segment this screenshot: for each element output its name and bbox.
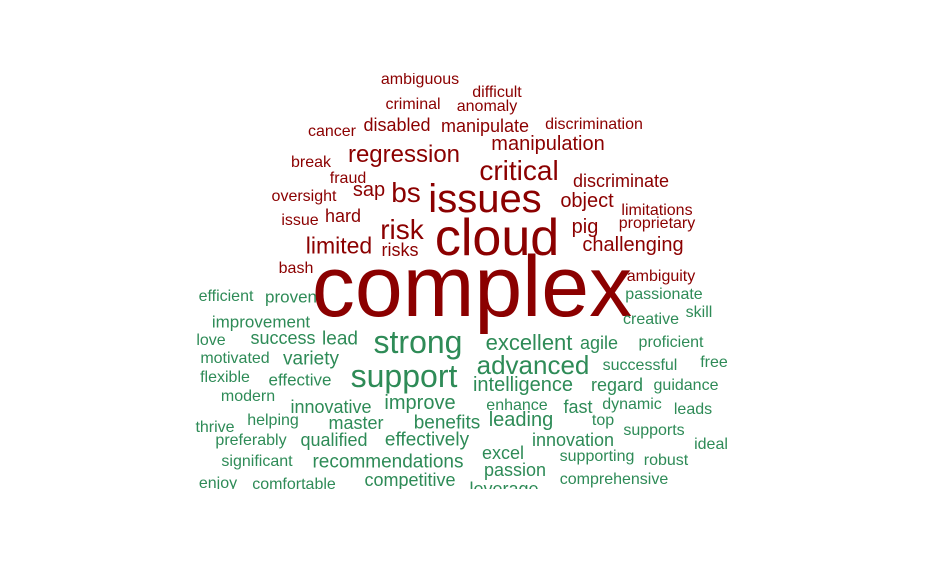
word-master: master [328, 413, 384, 433]
word-pig: pig [571, 216, 599, 238]
word-love: love [196, 332, 226, 349]
word-effective: effective [268, 370, 332, 390]
word-oversight: oversight [271, 188, 337, 205]
word-manipulation: manipulation [491, 133, 605, 155]
word-comprehensive: comprehensive [559, 471, 669, 488]
word-proven: proven [265, 287, 317, 307]
word-efficient: efficient [198, 288, 254, 305]
word-hard: hard [324, 206, 362, 226]
word-regard: regard [590, 375, 644, 395]
word-support: support [350, 358, 458, 394]
word-robust: robust [643, 452, 689, 469]
word-object: object [560, 190, 614, 212]
word-criminal: criminal [385, 96, 441, 113]
word-qualified: qualified [300, 430, 368, 450]
word-regression: regression [347, 141, 461, 168]
word-creative: creative [622, 311, 680, 328]
word-thrive: thrive [195, 419, 235, 436]
word-difficult: difficult [472, 84, 522, 101]
word-issue: issue [281, 212, 319, 229]
word-leading: leading [488, 409, 554, 431]
word-supporting: supporting [559, 448, 635, 465]
word-ambiguous: ambiguous [380, 73, 460, 88]
word-preferably: preferably [215, 432, 287, 449]
word-bash: bash [278, 260, 314, 277]
word-leverage: leverage [469, 479, 539, 489]
word-comfortable: comfortable [252, 476, 336, 490]
word-enhance: enhance [486, 397, 548, 414]
word-discriminate: discriminate [572, 171, 670, 191]
word-anomaly: anomaly [456, 98, 518, 115]
word-limited: limited [305, 232, 373, 259]
word-risk: risk [380, 214, 424, 245]
word-intelligence: intelligence [472, 374, 574, 396]
word-discrimination: discrimination [545, 116, 643, 133]
word-innovation: innovation [531, 430, 615, 450]
word-effectively: effectively [384, 429, 470, 451]
word-top: top [591, 412, 615, 429]
word-variety: variety [283, 348, 339, 370]
word-significant: significant [221, 453, 293, 470]
word-limitations: limitations [621, 202, 693, 219]
word-excellent: excellent [485, 330, 573, 355]
word-risks: risks [381, 240, 419, 260]
word-success: success [250, 328, 316, 348]
word-recommendations: recommendations [312, 451, 464, 473]
word-agile: agile [579, 333, 619, 353]
word-lead: lead [322, 328, 358, 350]
word-motivated: motivated [200, 350, 270, 367]
word-benefits: benefits [413, 412, 481, 434]
word-supports: supports [623, 422, 685, 439]
word-ambiguity: ambiguity [626, 268, 696, 285]
word-proficient: proficient [638, 334, 704, 351]
word-strong: strong [373, 324, 463, 360]
word-advanced: advanced [476, 350, 590, 380]
word-ideal: ideal [694, 436, 728, 453]
word-sap: sap [352, 179, 386, 201]
word-fraud: fraud [329, 170, 367, 187]
word-break: break [290, 154, 332, 171]
word-competitive: competitive [364, 470, 456, 489]
word-dynamic: dynamic [602, 396, 662, 413]
word-passionate: passionate [625, 286, 703, 303]
word-complex: complex [311, 239, 633, 335]
word-fast: fast [563, 397, 593, 417]
word-bs: bs [391, 177, 421, 208]
word-improvement: improvement [211, 312, 311, 332]
word-modern: modern [220, 388, 276, 405]
word-free: free [700, 354, 728, 371]
word-helping: helping [247, 412, 299, 429]
word-leads: leads [673, 401, 713, 418]
word-manipulate: manipulate [440, 116, 530, 136]
word-innovative: innovative [290, 397, 372, 417]
word-guidance: guidance [653, 377, 719, 394]
word-disabled: disabled [363, 115, 431, 135]
word-issues: issues [428, 177, 542, 221]
word-flexible: flexible [200, 369, 250, 386]
word-proprietary: proprietary [618, 215, 696, 232]
word-excel: excel [481, 443, 525, 463]
word-challenging: challenging [582, 234, 684, 256]
word-cloud: cloud [434, 209, 560, 267]
word-passion: passion [483, 460, 547, 480]
word-cancer: cancer [307, 123, 357, 140]
word-successful: successful [602, 357, 678, 374]
word-enjoy: enjoy [198, 475, 238, 490]
word-improve: improve [384, 392, 456, 414]
word-critical: critical [479, 155, 559, 186]
word-skill: skill [685, 304, 713, 321]
